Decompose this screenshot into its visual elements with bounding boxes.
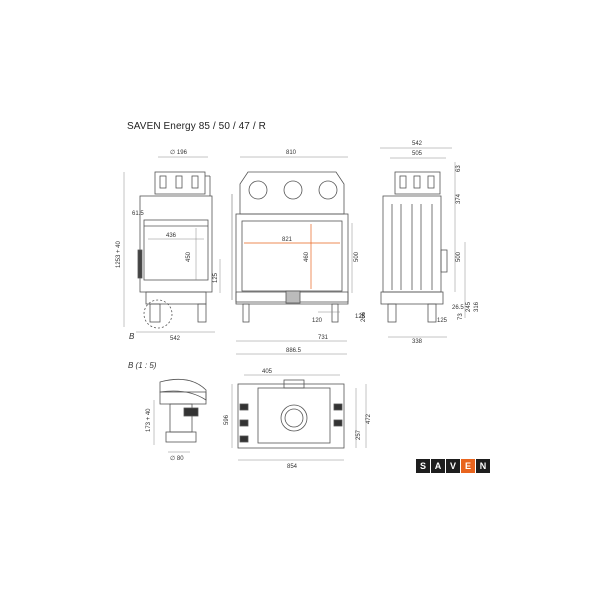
detail-label-173: 173 + 40 [146, 408, 152, 432]
saven-logo: S A V E N [416, 459, 491, 473]
front-label-886: 886.5 [286, 348, 302, 354]
side-label-window-h: 450 [186, 251, 192, 262]
front-label-266: 266 [361, 311, 367, 322]
logo-letter-s: S [416, 459, 430, 473]
right-label-338: 338 [412, 339, 423, 345]
right-view [380, 147, 466, 338]
right-label-125: 125 [437, 318, 448, 324]
right-label-26: 26.5 [452, 305, 464, 311]
top-label-405: 405 [262, 369, 273, 375]
top-label-596: 596 [224, 414, 230, 425]
logo-letter-e: E [461, 459, 475, 473]
right-label-500: 500 [456, 251, 462, 262]
top-label-257: 257 [356, 429, 362, 440]
right-label-316: 316 [474, 301, 480, 312]
right-label-245: 245 [466, 301, 472, 312]
side-label-b: B [129, 332, 135, 341]
side-label-top: ∅ 196 [170, 149, 188, 156]
front-label-125: 125 [355, 314, 366, 320]
front-view [231, 156, 353, 355]
right-label-73: 73 [458, 313, 464, 320]
side-label-window-w: 436 [166, 233, 177, 239]
top-label-472: 472 [366, 413, 372, 424]
logo-letter-a: A [431, 459, 445, 473]
top-view [231, 374, 367, 461]
detail-label-80: ∅ 80 [170, 455, 184, 462]
right-label-542: 542 [412, 141, 423, 147]
front-label-glass-h: 460 [304, 251, 310, 262]
front-label-glass-w: 821 [282, 237, 293, 243]
side-label-height-total: 1253 + 40 [116, 240, 122, 268]
front-label-731: 731 [318, 335, 329, 341]
logo-letter-n: N [476, 459, 490, 473]
side-label-tick: 61.5 [132, 211, 144, 217]
front-label-top: 810 [286, 150, 297, 156]
detail-view [153, 378, 207, 453]
top-label-854: 854 [287, 464, 298, 470]
right-label-505: 505 [412, 151, 423, 157]
detail-title: B (1 : 5) [128, 361, 157, 370]
front-label-right-h: 500 [354, 251, 360, 262]
right-label-374: 374 [456, 193, 462, 204]
right-label-63: 63 [456, 165, 462, 172]
side-label-125: 125 [213, 272, 219, 283]
front-label-120: 120 [312, 318, 323, 324]
side-label-bottom: 542 [170, 336, 181, 342]
logo-letter-v: V [446, 459, 460, 473]
side-view [123, 156, 221, 333]
drawing-title: SAVEN Energy 85 / 50 / 47 / R [127, 121, 266, 132]
